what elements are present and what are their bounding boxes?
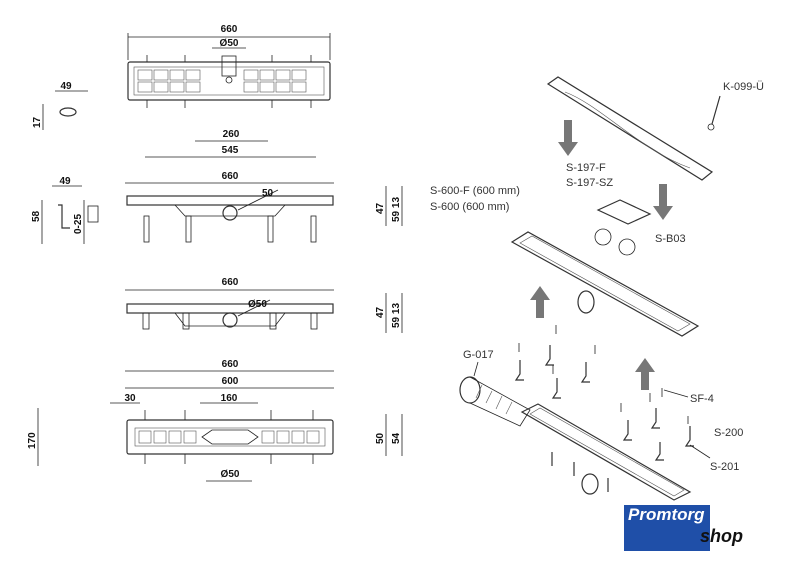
shop-logo <box>624 505 710 551</box>
height-dims-3: 50 54 <box>375 414 403 456</box>
top-plan-view: 660 Ø50 <box>127 24 331 108</box>
dim-50-mid: 50 <box>262 188 274 199</box>
dim-47a: 47 <box>375 202 386 214</box>
label-s197f: S-197-F <box>566 162 606 174</box>
up-arrow-1 <box>530 286 550 318</box>
dim-0-25: 0-25 <box>73 214 84 234</box>
label-g017: G-017 <box>463 349 494 361</box>
logo-text-top: Promtorg <box>628 505 705 524</box>
dim-170: 170 <box>27 432 38 449</box>
dim-160: 160 <box>221 393 238 404</box>
dim-50-bot: 50 <box>375 432 386 444</box>
dim-49b: 49 <box>59 176 71 187</box>
side-elevation-1: 660 50 <box>125 171 334 243</box>
dim-17: 17 <box>32 116 43 128</box>
leveling-feet <box>514 345 694 461</box>
dim-49a: 49 <box>60 81 72 92</box>
height-dims-2: 47 59 13 <box>375 293 403 333</box>
label-s600f: S-600-F (600 mm) <box>430 185 520 197</box>
label-s600: S-600 (600 mm) <box>430 201 509 213</box>
seal-ring-1 <box>594 228 612 246</box>
label-sb03: S-B03 <box>655 233 686 245</box>
label-sf4: SF-4 <box>690 393 714 405</box>
dim-outlet-bot: Ø50 <box>221 469 240 480</box>
dim-54-bot: 54 <box>391 432 402 444</box>
dim-600-bot: 600 <box>222 376 239 387</box>
label-s197sz: S-197-SZ <box>566 177 613 189</box>
dim-top-width: 660 <box>221 24 238 35</box>
down-arrow-1 <box>558 120 578 156</box>
label-k099: K-099-Ü <box>723 81 764 93</box>
small-detail-2: 49 58 0-25 <box>31 176 99 244</box>
dim-58: 58 <box>31 210 42 222</box>
height-dims-1: 47 59 13 <box>375 186 403 226</box>
dim-5913b: 59 13 <box>391 303 402 328</box>
small-detail-1: 49 17 <box>32 81 88 130</box>
label-s200: S-200 <box>714 427 743 439</box>
siphon-insert <box>596 199 652 225</box>
dim-660-bot: 660 <box>222 359 239 370</box>
section-view: 660 Ø50 <box>125 277 334 330</box>
seal-ring-2 <box>618 238 636 256</box>
dim-top-outlet: Ø50 <box>220 38 239 49</box>
bottom-plan-view: 660 600 30 160 Ø50 170 <box>27 359 334 482</box>
channel-outlet <box>577 290 595 314</box>
key-tool <box>711 95 721 125</box>
exploded-view: K-099-Ü S-197-F S-197-SZ S-B03 S-600-F (… <box>430 76 764 501</box>
dim-660-mid: 660 <box>222 171 239 182</box>
up-arrow-2 <box>635 358 655 390</box>
dim-30: 30 <box>124 393 136 404</box>
dim-5913a: 59 13 <box>391 197 402 222</box>
down-arrow-2 <box>653 184 673 220</box>
dim-260: 260 <box>223 129 240 140</box>
logo-text-bottom: shop <box>700 526 743 546</box>
dim-50-sec: Ø50 <box>248 299 267 310</box>
channel-body <box>510 231 700 337</box>
dim-660-sec: 660 <box>222 277 239 288</box>
screws <box>518 325 689 424</box>
dim-545: 545 <box>222 145 239 156</box>
label-s201: S-201 <box>710 461 739 473</box>
assembled-channel <box>520 403 692 501</box>
dim-47b: 47 <box>375 306 386 318</box>
